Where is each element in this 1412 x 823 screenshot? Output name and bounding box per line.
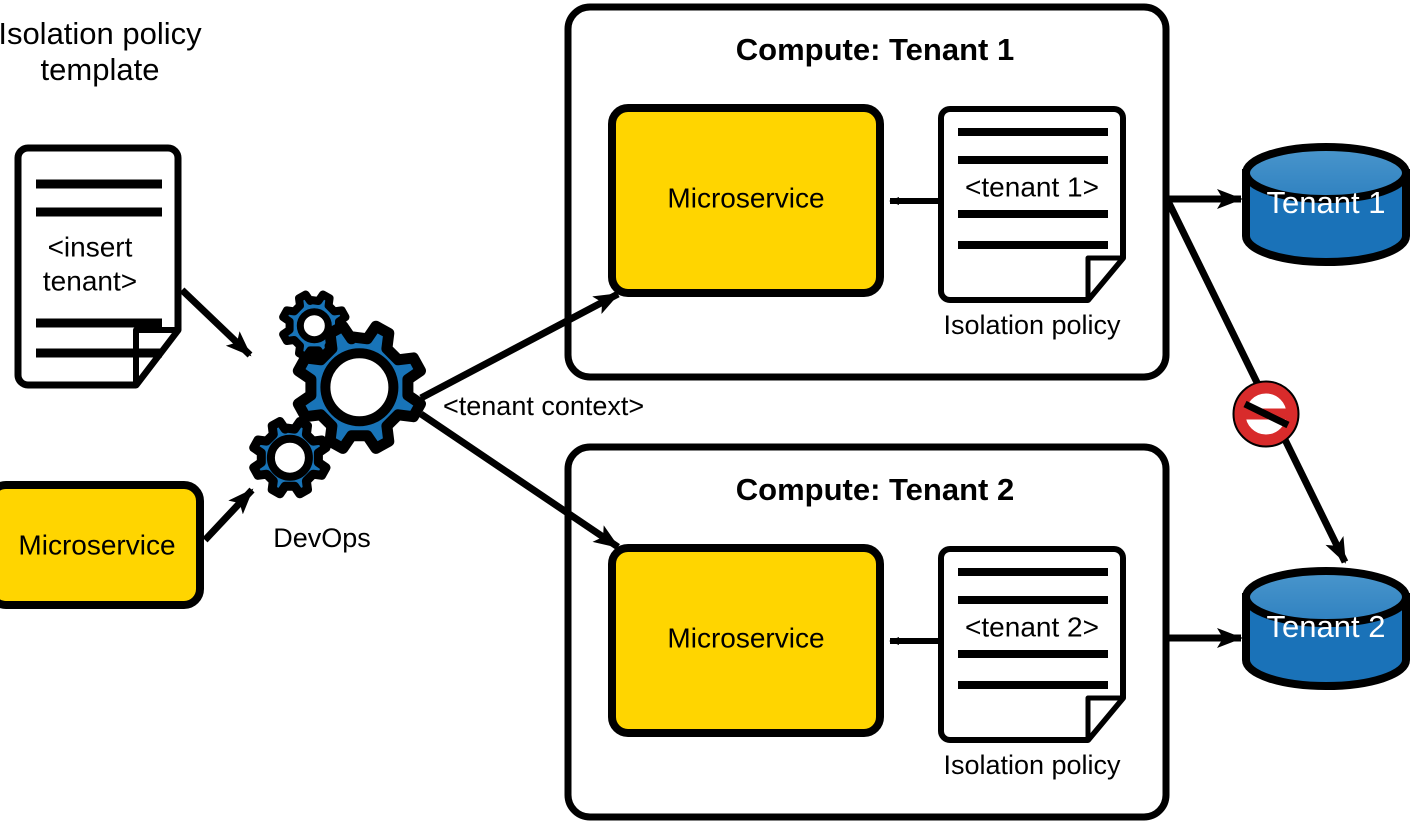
compute-tenant-1-microservice-label: Microservice: [667, 182, 824, 213]
template-body-line2: tenant>: [43, 265, 137, 296]
compute-tenant-2-microservice-label: Microservice: [667, 622, 824, 653]
arrow-compute1-to-db-tenant2-blocked: [1163, 197, 1349, 564]
database-tenant-2: Tenant 2: [1242, 567, 1410, 690]
db-tenant-1-top: [1242, 143, 1410, 203]
policy-2-body: <tenant 2>: [965, 611, 1099, 642]
compute-tenant-2-group: Compute: Tenant 2 Microservice <tenant 2…: [564, 443, 1170, 821]
template-caption-line1: Isolation policy: [0, 16, 202, 51]
policy-1-caption: Isolation policy: [943, 310, 1121, 340]
compute-tenant-2-microservice-rect: [608, 544, 884, 737]
compute-tenant-2-container: [564, 443, 1170, 821]
template-caption-line2: template: [41, 52, 160, 87]
prohibited-access-sign-icon: [1232, 380, 1300, 448]
devops-gear-cluster: DevOps: [249, 290, 426, 553]
compute-tenant-1-group: Compute: Tenant 1 Microservice <tenant 1…: [564, 3, 1170, 381]
compute-tenant-1-microservice-rect: [608, 104, 884, 297]
db-tenant-2-label: Tenant 2: [1267, 609, 1386, 644]
policy-1-body: <tenant 1>: [965, 171, 1099, 202]
gear-small-bottom-icon: [249, 417, 331, 499]
gear-small-top-hub: [296, 308, 332, 344]
compute-tenant-1-container: [564, 3, 1170, 381]
devops-label: DevOps: [273, 523, 371, 553]
policy-1-fold-corner: [1085, 255, 1126, 303]
database-tenant-1: Tenant 1: [1242, 143, 1410, 266]
arrow-microservice-to-devops: [202, 487, 255, 543]
policy-2-caption: Isolation policy: [943, 750, 1121, 780]
template-body-line1: <insert: [48, 231, 133, 262]
source-microservice-box: Microservice: [0, 481, 204, 609]
gear-large-center-icon: [292, 320, 426, 454]
compute-tenant-1-title: Compute: Tenant 1: [736, 32, 1014, 67]
policy-2-fold-corner: [1085, 695, 1126, 743]
tenant-context-label: <tenant context>: [443, 391, 644, 421]
source-microservice-rect: [0, 481, 204, 609]
gear-large-center-hub: [320, 348, 399, 427]
isolation-policy-template-document: <insert tenant>: [14, 144, 182, 389]
compute-tenant-2-policy-document: <tenant 2>: [938, 546, 1126, 743]
arrow-devops-to-compute1: [419, 290, 620, 402]
compute-tenant-1-policy-document: <tenant 1>: [938, 106, 1126, 303]
prohibited-sign-crossing-line: [1243, 400, 1290, 429]
db-tenant-1-label: Tenant 1: [1267, 185, 1386, 220]
compute-tenant-2-title: Compute: Tenant 2: [736, 472, 1014, 507]
arrow-template-to-devops: [179, 287, 253, 358]
source-microservice-label: Microservice: [18, 529, 175, 560]
gear-small-bottom-hub: [266, 434, 313, 481]
db-tenant-2-top: [1242, 567, 1410, 627]
arrow-devops-to-compute2: [419, 411, 620, 550]
